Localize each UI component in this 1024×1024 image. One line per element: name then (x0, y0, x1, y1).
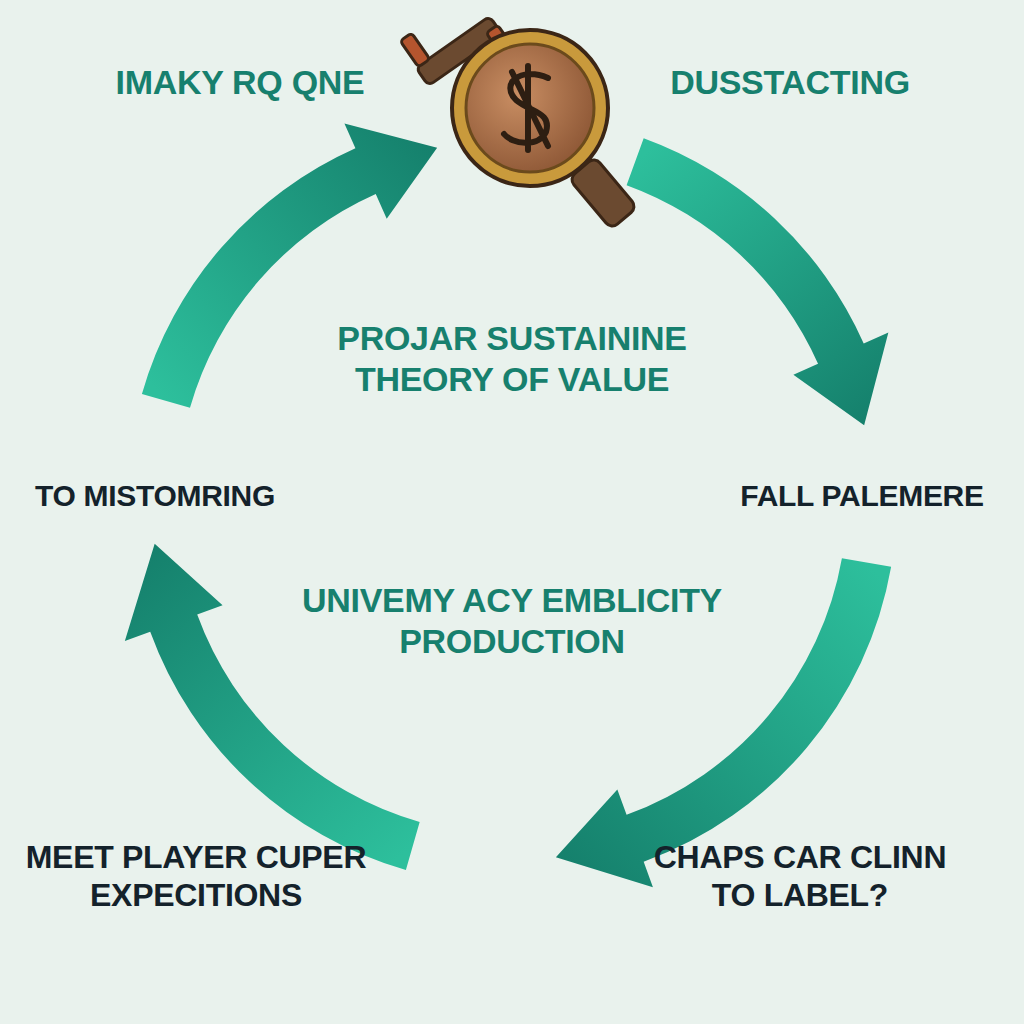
stage-label: CHAPS CAR CLINN TO LABEL? (644, 838, 956, 915)
stage-label: DUSSTACTING (670, 62, 910, 103)
valve-icon (400, 16, 637, 229)
stage-label: TO MISTOMRING (35, 478, 275, 514)
center-heading: UNIVEMY ACY EMBLICITY PRODUCTION (267, 580, 757, 662)
stage-label: IMAKY RQ QNE (116, 62, 365, 103)
stage-label: MEET PLAYER CUPER EXPECITIONS (18, 838, 374, 915)
center-heading: PROJAR SUSTAININE THEORY OF VALUE (297, 318, 727, 400)
stage-label: FALL PALEMERE (740, 478, 983, 514)
